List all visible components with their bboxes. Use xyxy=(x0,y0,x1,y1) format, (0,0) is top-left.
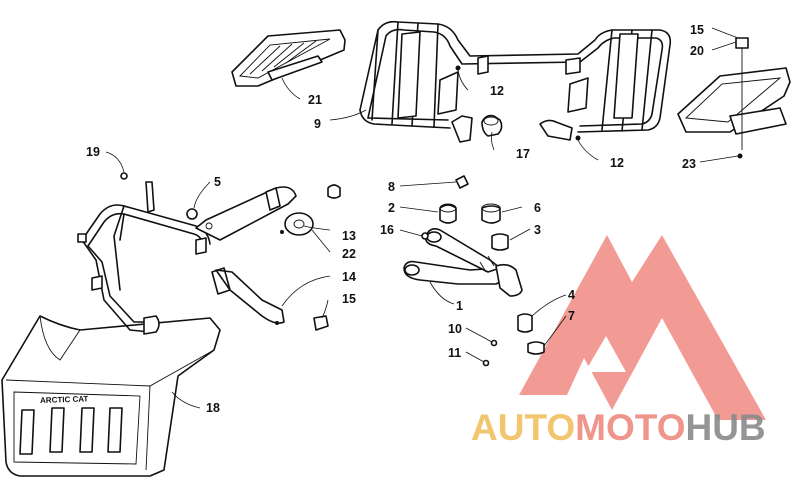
callout-8: 8 xyxy=(388,180,395,194)
svg-text:AUTOMOTOHUB: AUTOMOTOHUB xyxy=(471,407,766,448)
callout-4: 4 xyxy=(568,288,575,302)
callout-12-rack: 12 xyxy=(490,84,504,98)
callout-13: 13 xyxy=(342,229,356,243)
hardware xyxy=(120,65,743,331)
part-7-cap xyxy=(527,341,545,355)
watermark-triangle xyxy=(519,235,766,420)
part-5-nut xyxy=(186,208,198,220)
callout-7: 7 xyxy=(568,309,575,323)
watermark-word-auto: AUTO xyxy=(471,407,575,448)
front-bumper-frame xyxy=(77,181,231,335)
callout-6: 6 xyxy=(534,201,541,215)
part-6-bushing xyxy=(481,205,501,224)
callout-5: 5 xyxy=(214,175,221,189)
part-3-bushing xyxy=(491,233,509,251)
callout-15-front: 15 xyxy=(342,292,356,306)
part-11-pin xyxy=(482,359,490,367)
part-19-bolt xyxy=(120,172,128,180)
part-8-stud xyxy=(455,175,469,189)
part-15-bolt-front xyxy=(313,315,329,331)
watermark-word-moto: MOTO xyxy=(575,407,685,448)
callout-9: 9 xyxy=(314,117,321,131)
part-10-washer xyxy=(490,339,498,347)
part-16-nut xyxy=(421,232,429,240)
callout-20: 20 xyxy=(690,44,704,58)
part-21-step-plate xyxy=(231,29,346,87)
part-18-front-guard xyxy=(1,315,221,477)
callout-10: 10 xyxy=(448,322,462,336)
callout-numbers: 21 9 12 17 12 15 20 23 19 5 13 22 14 15 … xyxy=(86,23,704,415)
part-4-bushing xyxy=(517,313,533,333)
callout-23: 23 xyxy=(682,157,696,171)
callout-21: 21 xyxy=(308,93,322,107)
callout-18: 18 xyxy=(206,401,220,415)
watermark-word-hub: HUB xyxy=(685,407,765,448)
callout-3: 3 xyxy=(534,223,541,237)
callout-19: 19 xyxy=(86,145,100,159)
part-9-rear-rack xyxy=(359,20,672,143)
bushings xyxy=(421,175,545,367)
callout-17: 17 xyxy=(516,147,530,161)
part-1-a-arm xyxy=(403,228,523,297)
part-20-footrest xyxy=(677,37,791,150)
guard-emblem: ARCTIC CAT xyxy=(40,394,89,405)
callout-1: 1 xyxy=(456,299,463,313)
callout-22: 22 xyxy=(342,247,356,261)
part-22-disc xyxy=(284,212,314,236)
callout-14: 14 xyxy=(342,270,356,284)
part-13-cap xyxy=(327,184,341,199)
watermark-logo xyxy=(519,235,766,420)
watermark-inner xyxy=(585,336,626,372)
callout-11: 11 xyxy=(448,346,461,360)
part-14-brace xyxy=(195,186,297,324)
watermark-wordmark: AUTOMOTOHUB xyxy=(471,407,766,448)
callout-12-lower: 12 xyxy=(610,156,624,170)
callout-2: 2 xyxy=(388,201,395,215)
leader-lines xyxy=(105,27,739,409)
callout-16: 16 xyxy=(380,223,394,237)
callout-15-top: 15 xyxy=(690,23,704,37)
part-17-cap xyxy=(481,114,503,137)
part-2-bushing xyxy=(439,204,457,224)
